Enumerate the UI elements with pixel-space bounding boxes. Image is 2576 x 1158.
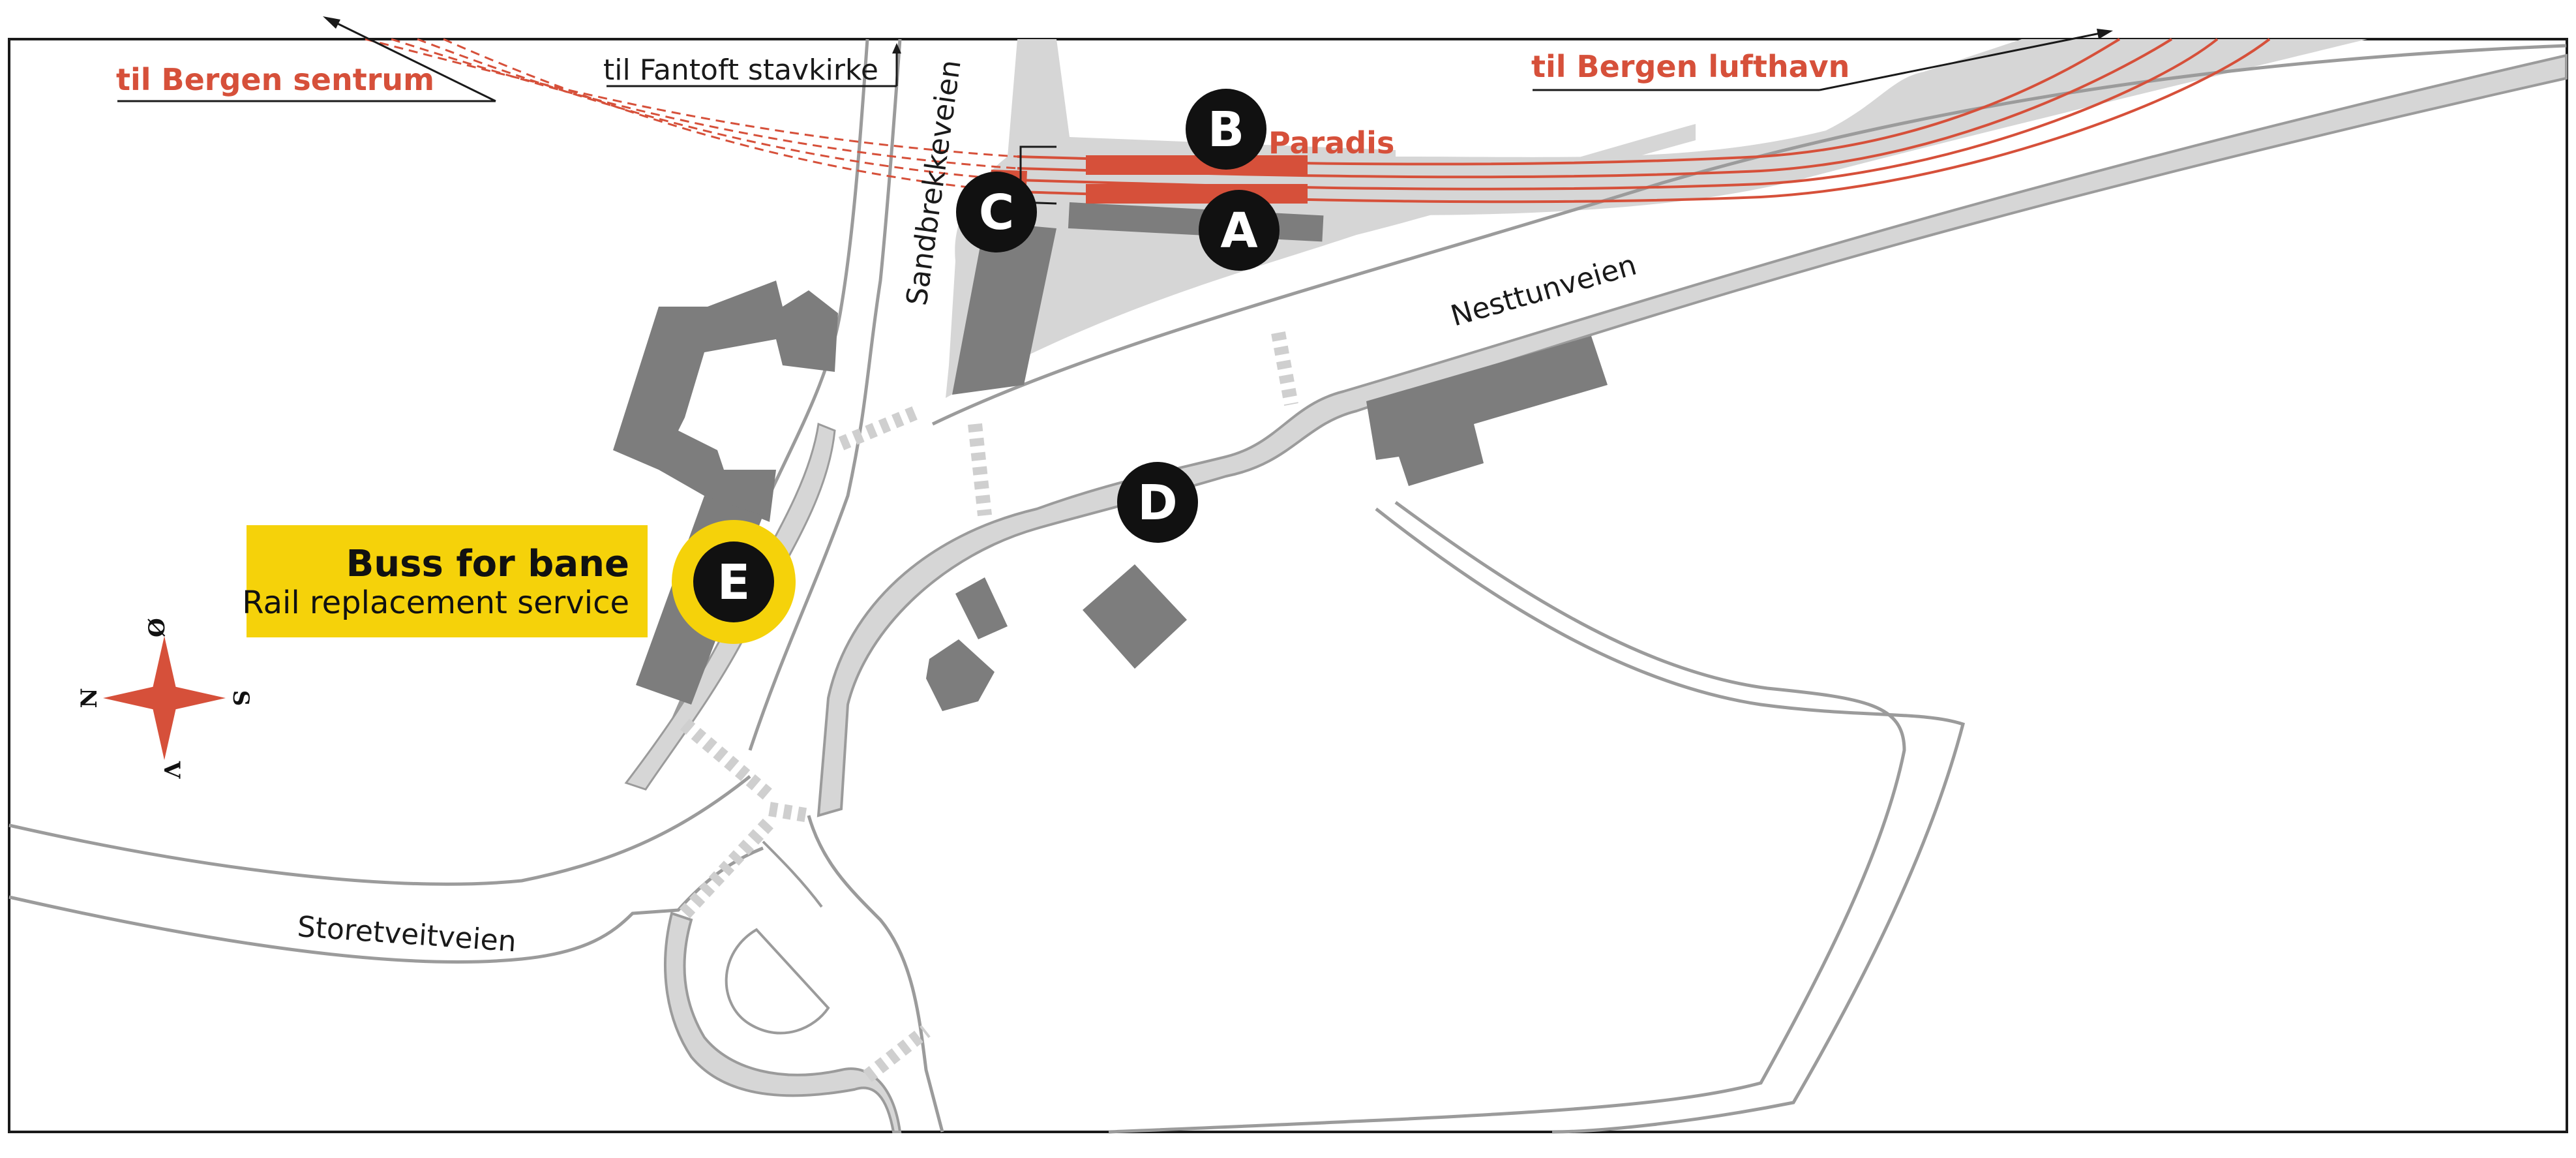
compass-west: V bbox=[158, 761, 185, 779]
stop-marker-c[interactable]: C bbox=[956, 172, 1037, 252]
nesttunveien-road-top bbox=[931, 44, 2567, 426]
direction-airport: til Bergen lufthavn bbox=[1531, 29, 2113, 91]
rail-replacement-callout: Buss for bane Rail replacement service bbox=[242, 525, 648, 637]
storetveitveien-road-bottom bbox=[8, 846, 764, 964]
building-small-2 bbox=[926, 639, 995, 711]
sandbrekkeveien-road-right bbox=[748, 38, 902, 751]
station-name: Paradis bbox=[1268, 125, 1394, 160]
park-lane-inner bbox=[1108, 500, 1906, 1134]
compass-east: Ø bbox=[144, 618, 170, 637]
nesttunveien-sidewalk bbox=[816, 53, 2568, 817]
compass-north: N bbox=[76, 688, 102, 708]
stop-marker-d[interactable]: D bbox=[1117, 462, 1198, 543]
building-station-shelter bbox=[952, 222, 1056, 395]
rail-replacement-title: Buss for bane bbox=[346, 543, 629, 585]
south-sidewalk bbox=[664, 911, 902, 1133]
crosswalks bbox=[679, 331, 1298, 1082]
direction-stave-church: til Fantoft stavkirke bbox=[603, 43, 901, 87]
inner-road-edge bbox=[762, 840, 823, 908]
building-square bbox=[1083, 564, 1187, 669]
south-road-edge bbox=[807, 815, 944, 1133]
roundabout-island bbox=[725, 928, 830, 1035]
platform-bracket bbox=[1019, 145, 1057, 205]
building-small-1 bbox=[955, 577, 1008, 639]
stop-marker-b[interactable]: B bbox=[1186, 89, 1266, 170]
rail-replacement-subtitle: Rail replacement service bbox=[242, 585, 629, 621]
compass-rose: N Ø S V bbox=[76, 618, 254, 779]
stop-marker-e[interactable]: E bbox=[672, 520, 796, 644]
stop-marker-a[interactable]: A bbox=[1199, 190, 1280, 271]
direction-city-center: til Bergen sentrum bbox=[116, 16, 496, 102]
platform-a bbox=[1086, 184, 1308, 204]
platform-b bbox=[1086, 155, 1308, 175]
svg-text:E: E bbox=[717, 555, 751, 611]
park-lane-outer bbox=[1375, 508, 1966, 1134]
railway-tunnel bbox=[365, 38, 1018, 193]
storetveitveien-road-top bbox=[8, 775, 751, 886]
stave-church-label: til Fantoft stavkirke bbox=[603, 53, 878, 87]
airport-label: til Bergen lufthavn bbox=[1531, 49, 1850, 84]
svg-text:B: B bbox=[1208, 102, 1244, 158]
svg-text:C: C bbox=[979, 185, 1014, 241]
svg-text:A: A bbox=[1220, 203, 1257, 259]
city-center-label: til Bergen sentrum bbox=[116, 62, 434, 97]
compass-south: S bbox=[228, 690, 254, 707]
building-west-complex bbox=[613, 281, 838, 522]
svg-text:D: D bbox=[1137, 475, 1177, 531]
building-east-long bbox=[1366, 336, 1608, 486]
